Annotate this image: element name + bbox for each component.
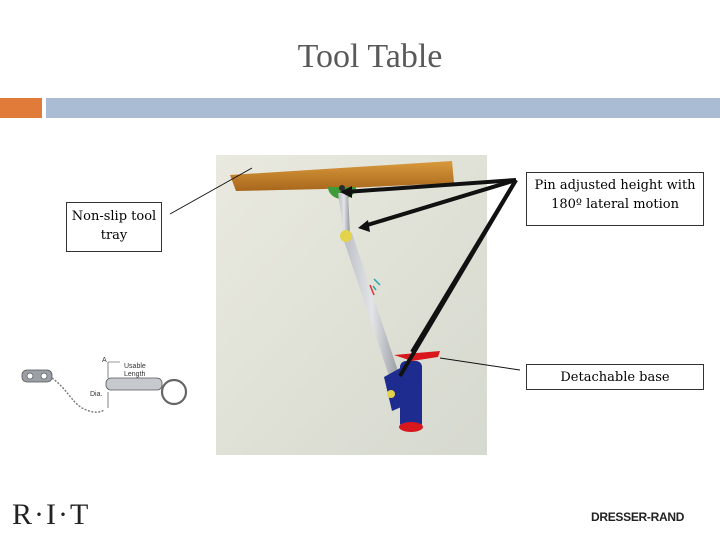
pin-diagram: A Usable Length Dia.	[21, 357, 188, 413]
callout-base: Detachable base	[526, 364, 704, 390]
tool-table-render	[216, 155, 487, 455]
pole-arm	[342, 233, 402, 385]
callout-tray: Non-slip tool tray	[66, 202, 162, 252]
callout-pin: Pin adjusted height with 180º lateral mo…	[526, 172, 704, 226]
accent-bar-orange	[0, 98, 42, 118]
accent-bar-blue	[46, 98, 720, 118]
pin-knob	[340, 230, 352, 242]
pin-label-usable: Usable	[124, 363, 146, 370]
base-body	[400, 361, 422, 429]
slide-title: Tool Table	[297, 38, 443, 75]
pin-label-dia: Dia.	[90, 391, 103, 398]
dresser-rand-logo: DRESSER-RAND	[591, 510, 685, 524]
pin-label-length: Length	[124, 371, 146, 378]
pin-label-a: A	[102, 357, 107, 364]
pole-top	[338, 193, 350, 235]
rit-logo: R·I·T	[12, 498, 91, 531]
